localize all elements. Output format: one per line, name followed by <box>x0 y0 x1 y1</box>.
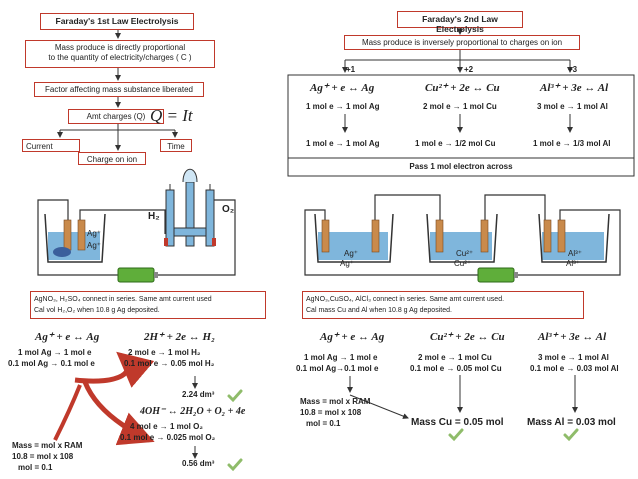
right-beaker-2 <box>426 213 498 263</box>
right-cu-row1: 2 mol e → 1 mol Cu <box>418 353 492 362</box>
left-h-volume: 2.24 dm³ <box>182 390 215 399</box>
right-equations-frame <box>287 74 635 177</box>
right-ag-ion-2: Ag⁺ <box>340 259 355 268</box>
right-row-cu-a: 2 mol e → 1 mol Cu <box>423 102 497 111</box>
left-o-row2: 0.1 mol e → 0.025 mol O₂ <box>120 433 216 442</box>
right-al-row1: 3 mol e → 1 mol Al <box>538 353 609 362</box>
left-h-row2: 0.1 mol e → 0.05 mol H₂ <box>124 359 215 368</box>
right-eq-cu: Cu²⁺ + 2e ↔ Cu <box>425 82 500 94</box>
right-row-al-a: 3 mol e → 1 mol Al <box>537 102 608 111</box>
right-al-row2: 0.1 mol e → 0.03 mol Al <box>530 364 619 373</box>
h2-label: H₂ <box>148 211 160 222</box>
right-beaker-1 <box>314 213 394 263</box>
right-title: Faraday's 2nd Law Electrolysis <box>397 11 523 34</box>
left-formula: Q = It <box>150 106 193 125</box>
right-eq-al-bottom: Al³⁺ + 3e ↔ Al <box>538 331 607 343</box>
right-eq-ag-bottom: Ag⁺ + e ↔ Ag <box>320 331 385 343</box>
right-mass-row3: mol = 0.1 <box>306 419 341 428</box>
left-statement: Mass produce is directly proportional to… <box>25 40 215 68</box>
left-time: Time <box>160 139 192 152</box>
left-mass-row2: 10.8 = mol x 108 <box>12 452 74 461</box>
right-eq-ag: Ag⁺ + e ↔ Ag <box>310 82 375 94</box>
right-cu-ion-2: Cu²⁺ <box>454 259 472 268</box>
right-beaker-3 <box>538 213 610 263</box>
left-h-row1: 2 mol e → 1 mol H₂ <box>128 348 201 357</box>
left-mass-row3: mol = 0.1 <box>18 463 53 472</box>
check-icon <box>563 428 579 442</box>
left-o-row1: 4 mol e → 1 mol O₂ <box>130 422 203 431</box>
left-mass-row1: Mass = mol x RAM <box>12 441 83 450</box>
right-cu-row2: 0.1 mol e → 0.05 mol Cu <box>410 364 502 373</box>
hofmann-voltameter <box>164 168 216 247</box>
left-eq-o: 4OH⁻ ↔ 2H₂O + O₂ + 4e <box>140 406 246 417</box>
left-eq-ag: Ag⁺ + e ↔ Ag <box>35 331 100 343</box>
left-ag-row1: 1 mol Ag → 1 mol e <box>18 348 92 357</box>
right-bottom-arrows <box>347 375 578 419</box>
right-mass-cu: Mass Cu = 0.05 mol <box>411 417 504 428</box>
right-cu-ion-1: Cu²⁺ <box>456 249 474 258</box>
right-al-ion-1: Al³⁺ <box>568 249 582 258</box>
check-icons <box>227 389 579 472</box>
right-flow-connectors <box>342 28 573 133</box>
right-ag-row1: 1 mol Ag → 1 mol e <box>304 353 378 362</box>
left-current: Current <box>22 139 80 152</box>
left-flow-connectors <box>57 30 178 151</box>
left-factor: Factor affecting mass substance liberate… <box>34 82 204 97</box>
right-row-ag-b: 1 mol e → 1 mol Ag <box>306 139 380 148</box>
left-problem-note: AgNO₃, H₂SO₄ connect in series. Same amt… <box>30 291 266 319</box>
left-statement-line2: to the quantity of electricity/charges (… <box>48 53 192 62</box>
right-row-ag-a: 1 mol e → 1 mol Ag <box>306 102 380 111</box>
left-ag-row2: 0.1 mol Ag → 0.1 mol e <box>8 359 95 368</box>
left-beaker <box>44 213 106 263</box>
right-pass-electron: Pass 1 mol electron across <box>409 162 513 171</box>
left-curved-arrow-o <box>82 380 155 446</box>
right-mass-row1: Mass = mol x RAM <box>300 397 371 406</box>
check-icon <box>448 428 464 442</box>
left-amt-charges: Amt charges (Q) <box>68 109 164 124</box>
left-battery <box>117 267 158 283</box>
left-title: Faraday's 1st Law Electrolysis <box>40 13 194 30</box>
right-note-line1: AgNO₃,CuSO₄, AlCl₃ connect in series. Sa… <box>306 296 505 303</box>
right-mass-row2: 10.8 = mol x 108 <box>300 408 362 417</box>
right-row-cu-b: 1 mol e → 1/2 mol Cu <box>415 139 496 148</box>
left-eq-h: 2H⁺ + 2e ↔ H₂ <box>144 331 215 343</box>
left-statement-line1: Mass produce is directly proportional <box>54 43 186 52</box>
left-curved-arrow-mass <box>53 384 82 441</box>
check-icon <box>227 458 243 472</box>
right-charge-1: +1 <box>346 65 356 74</box>
right-mass-al: Mass Al = 0.03 mol <box>527 417 616 428</box>
left-charge-on-ion: Charge on ion <box>78 152 146 165</box>
left-o-volume: 0.56 dm³ <box>182 459 215 468</box>
right-ag-ion-1: Ag⁺ <box>344 249 359 258</box>
right-circuit-wires <box>304 194 621 276</box>
right-eq-cu-bottom: Cu²⁺ + 2e ↔ Cu <box>430 331 505 343</box>
check-icon <box>227 389 243 403</box>
right-note-line2: Cal mass Cu and Al when 10.8 g Ag deposi… <box>306 307 452 314</box>
right-row-al-b: 1 mol e → 1/3 mol Al <box>533 139 611 148</box>
right-ag-row2: 0.1 mol Ag→0.1 mol e <box>296 364 379 373</box>
right-problem-note: AgNO₃,CuSO₄, AlCl₃ connect in series. Sa… <box>302 291 584 319</box>
right-eq-al: Al³⁺ + 3e ↔ Al <box>540 82 609 94</box>
left-curved-arrow-h <box>74 351 155 388</box>
o2-label: O₂ <box>222 204 235 215</box>
right-charge-2: +2 <box>464 65 474 74</box>
left-note-line1: AgNO₃, H₂SO₄ connect in series. Same amt… <box>34 296 212 303</box>
left-ag-ion-2: Ag⁺ <box>87 241 102 250</box>
right-charge-3: +3 <box>568 65 578 74</box>
right-statement: Mass produce is inversely proportional t… <box>344 35 580 50</box>
right-al-ion-2: Al³⁺ <box>566 259 580 268</box>
left-note-line2: Cal vol H₂,O₂ when 10.8 g Ag deposited. <box>34 307 160 314</box>
left-ag-ion-1: Ag⁺ <box>87 229 102 238</box>
right-battery <box>477 267 518 283</box>
